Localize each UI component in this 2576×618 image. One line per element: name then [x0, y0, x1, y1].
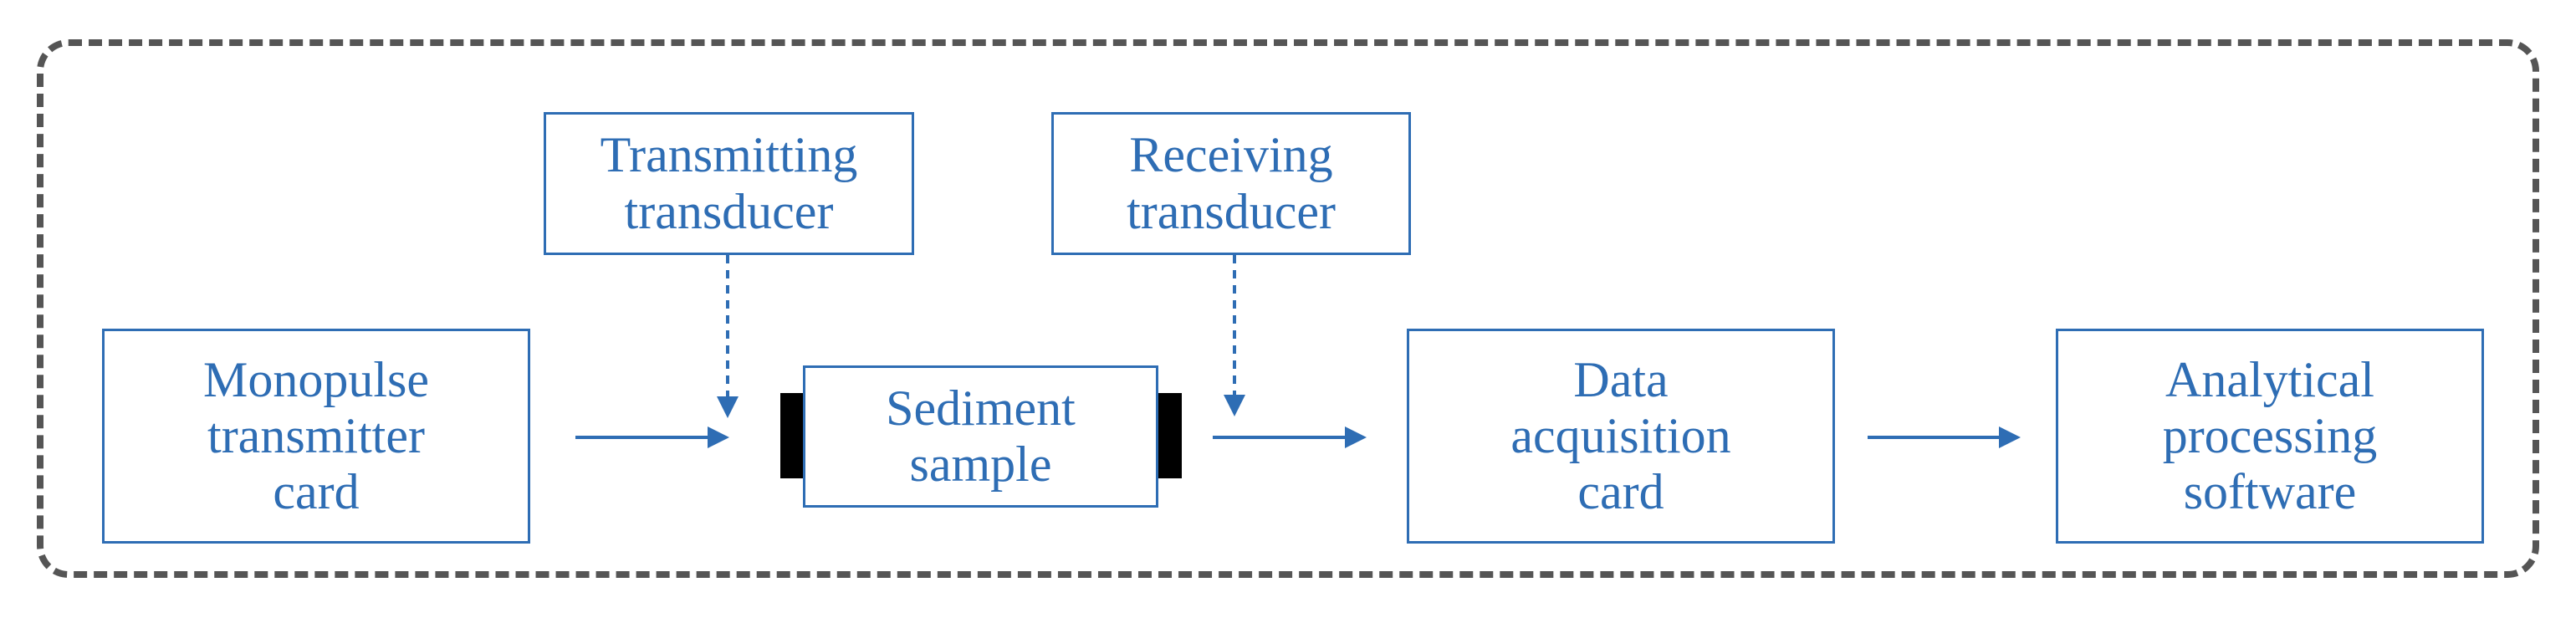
monopulse-transmitter-card-box: Monopulse transmitter card: [102, 329, 530, 544]
analytical-processing-software-box: Analytical processing software: [2056, 329, 2484, 544]
analytical-processing-software-label: Analytical processing software: [2162, 351, 2378, 520]
left-transducer-cap: [780, 393, 804, 478]
right-transducer-cap: [1158, 393, 1182, 478]
receiving-transducer-label: Receiving transducer: [1127, 127, 1336, 239]
sediment-sample-box: Sediment sample: [803, 365, 1158, 508]
system-boundary-frame: [37, 39, 2539, 578]
sediment-sample-label: Sediment sample: [886, 380, 1076, 492]
transmitting-transducer-label: Transmitting transducer: [600, 127, 858, 239]
transmitting-transducer-box: Transmitting transducer: [544, 112, 914, 255]
monopulse-transmitter-card-label: Monopulse transmitter card: [203, 351, 429, 520]
receiving-transducer-box: Receiving transducer: [1051, 112, 1411, 255]
data-acquisition-card-box: Data acquisition card: [1407, 329, 1835, 544]
data-acquisition-card-label: Data acquisition card: [1510, 351, 1731, 520]
